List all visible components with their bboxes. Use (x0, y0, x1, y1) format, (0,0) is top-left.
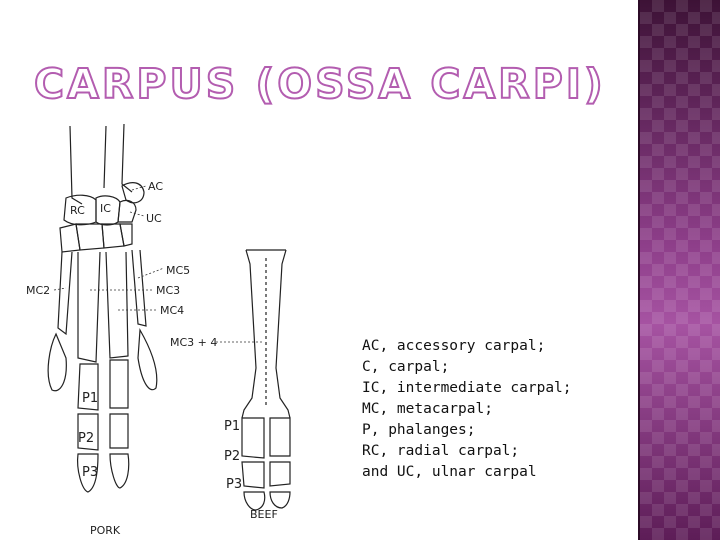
medial-dewclaw (47, 332, 67, 392)
leader-mc5 (137, 267, 165, 279)
legend-line: and UC, ulnar carpal (362, 464, 537, 480)
label-mc2: MC2 (26, 284, 50, 297)
accessory-carpal-bone (121, 182, 145, 204)
legend-line: C, carpal; (362, 359, 450, 375)
metacarpal-5-bone (131, 249, 147, 327)
label-pork-p3: P3 (82, 465, 98, 480)
abbreviation-legend: AC, accessory carpal; C, carpal; IC, int… (362, 336, 632, 483)
beef-p3-bone-medial (243, 491, 266, 511)
lateral-dewclaw (137, 327, 158, 391)
decorative-side-panel (640, 0, 720, 540)
carpal-3-bone (75, 223, 105, 251)
metacarpal-4-bone (105, 251, 129, 359)
beef-p1-bone-lateral (269, 417, 291, 457)
carpal-5-bone (119, 223, 133, 247)
label-beef-p2: P2 (224, 449, 240, 464)
label-beef-p1: P1 (224, 419, 240, 434)
beef-limb-drawing (241, 249, 291, 511)
pork-p2-bone-lateral (109, 413, 129, 449)
label-ac: AC (148, 180, 163, 193)
label-mc34: MC3 + 4 (170, 336, 217, 349)
beef-cannon-outline-left (241, 249, 257, 419)
beef-cannon-outline-right (275, 249, 291, 419)
legend-line: RC, radial carpal; (362, 443, 520, 459)
legend-line: P, phalanges; (362, 422, 476, 438)
label-uc: UC (146, 212, 162, 225)
pork-p1-bone-medial (77, 363, 99, 411)
label-mc3: MC3 (156, 284, 180, 297)
label-beef-p3: P3 (226, 477, 242, 492)
label-rc: RC (70, 204, 85, 217)
ulna-outline (121, 123, 133, 193)
radius-outline-right (103, 125, 107, 189)
slide-title: CARPUS (OSSA CARPI) (33, 59, 606, 109)
pork-p1-bone-lateral (109, 359, 129, 409)
beef-p2-bone-lateral (269, 461, 291, 487)
beef-p2-bone-medial (241, 461, 265, 489)
beef-p3-bone-lateral (269, 491, 291, 509)
label-pork: PORK (90, 524, 121, 537)
leader-ac (131, 185, 147, 191)
label-mc4: MC4 (160, 304, 184, 317)
leader-uc (129, 211, 145, 217)
side-panel-edge (638, 0, 640, 540)
ulnar-carpal-bone (117, 199, 137, 223)
metacarpal-2-bone (57, 251, 73, 336)
leader-lines (53, 185, 264, 343)
carpus-diagram: AC RC IC UC MC5 MC2 MC3 MC4 MC3 + 4 P1 P… (20, 118, 360, 540)
carpus-diagram-svg: AC RC IC UC MC5 MC2 MC3 MC4 MC3 + 4 P1 P… (26, 123, 291, 537)
label-mc5: MC5 (166, 264, 190, 277)
label-pork-p2: P2 (78, 431, 94, 446)
legend-line: IC, intermediate carpal; (362, 380, 572, 396)
legend-line: AC, accessory carpal; (362, 338, 546, 354)
pork-p3-bone-medial (77, 453, 99, 493)
legend-line: MC, metacarpal; (362, 401, 493, 417)
label-beef: BEEF (250, 508, 278, 521)
pork-p2-bone-medial (77, 413, 99, 451)
label-ic: IC (100, 202, 111, 215)
pork-p3-bone-lateral (109, 453, 130, 489)
beef-p1-bone-medial (241, 417, 265, 459)
label-pork-p1: P1 (82, 391, 98, 406)
pork-limb-drawing (47, 123, 158, 493)
radius-outline-left (69, 125, 83, 205)
metacarpal-3-bone (77, 251, 101, 363)
